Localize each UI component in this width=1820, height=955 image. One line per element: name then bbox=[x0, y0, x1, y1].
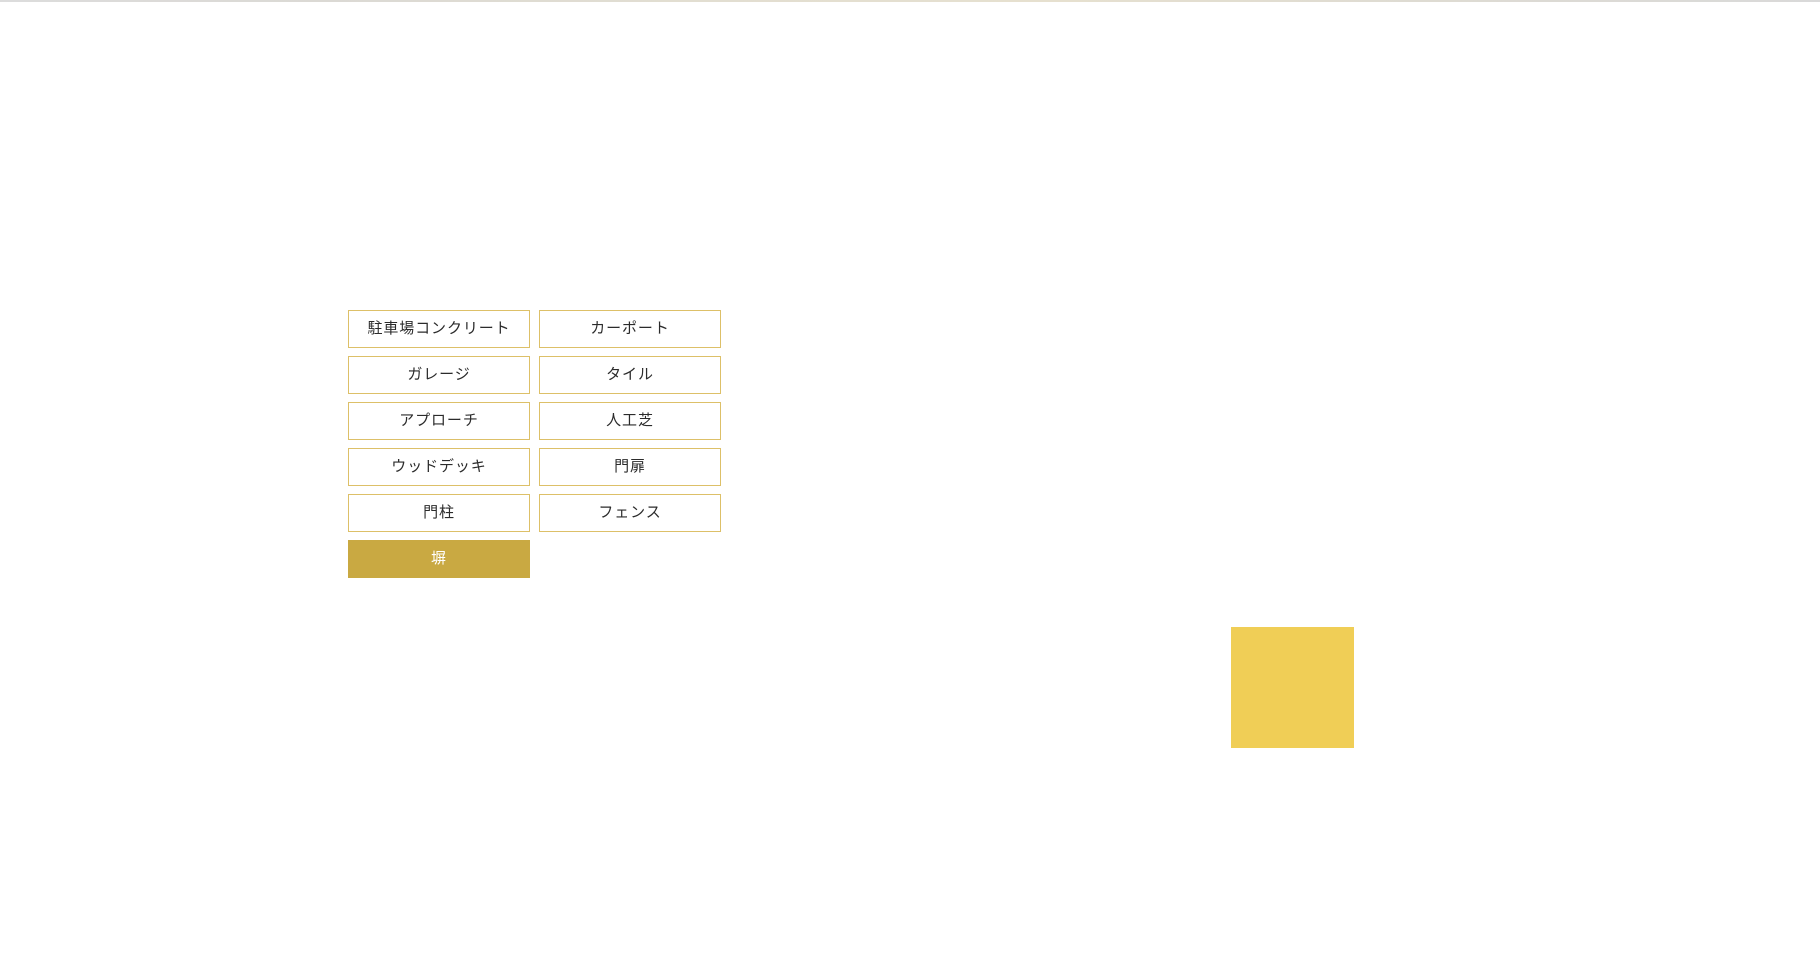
category-button-parking-concrete[interactable]: 駐車場コンクリート bbox=[348, 310, 530, 348]
category-button-gate-door[interactable]: 門扉 bbox=[539, 448, 721, 486]
yellow-swatch bbox=[1231, 627, 1354, 748]
category-button-approach[interactable]: アプローチ bbox=[348, 402, 530, 440]
category-button-artificial-turf[interactable]: 人工芝 bbox=[539, 402, 721, 440]
category-button-wood-deck[interactable]: ウッドデッキ bbox=[348, 448, 530, 486]
category-button-tile[interactable]: タイル bbox=[539, 356, 721, 394]
category-button-wall[interactable]: 塀 bbox=[348, 540, 530, 578]
top-hairline bbox=[0, 0, 1820, 2]
category-button-gate-post[interactable]: 門柱 bbox=[348, 494, 530, 532]
exterior-category-menu: 駐車場コンクリートカーポートガレージタイルアプローチ人工芝ウッドデッキ門扉門柱フ… bbox=[348, 310, 721, 578]
category-button-carport[interactable]: カーポート bbox=[539, 310, 721, 348]
category-button-fence[interactable]: フェンス bbox=[539, 494, 721, 532]
category-button-garage[interactable]: ガレージ bbox=[348, 356, 530, 394]
